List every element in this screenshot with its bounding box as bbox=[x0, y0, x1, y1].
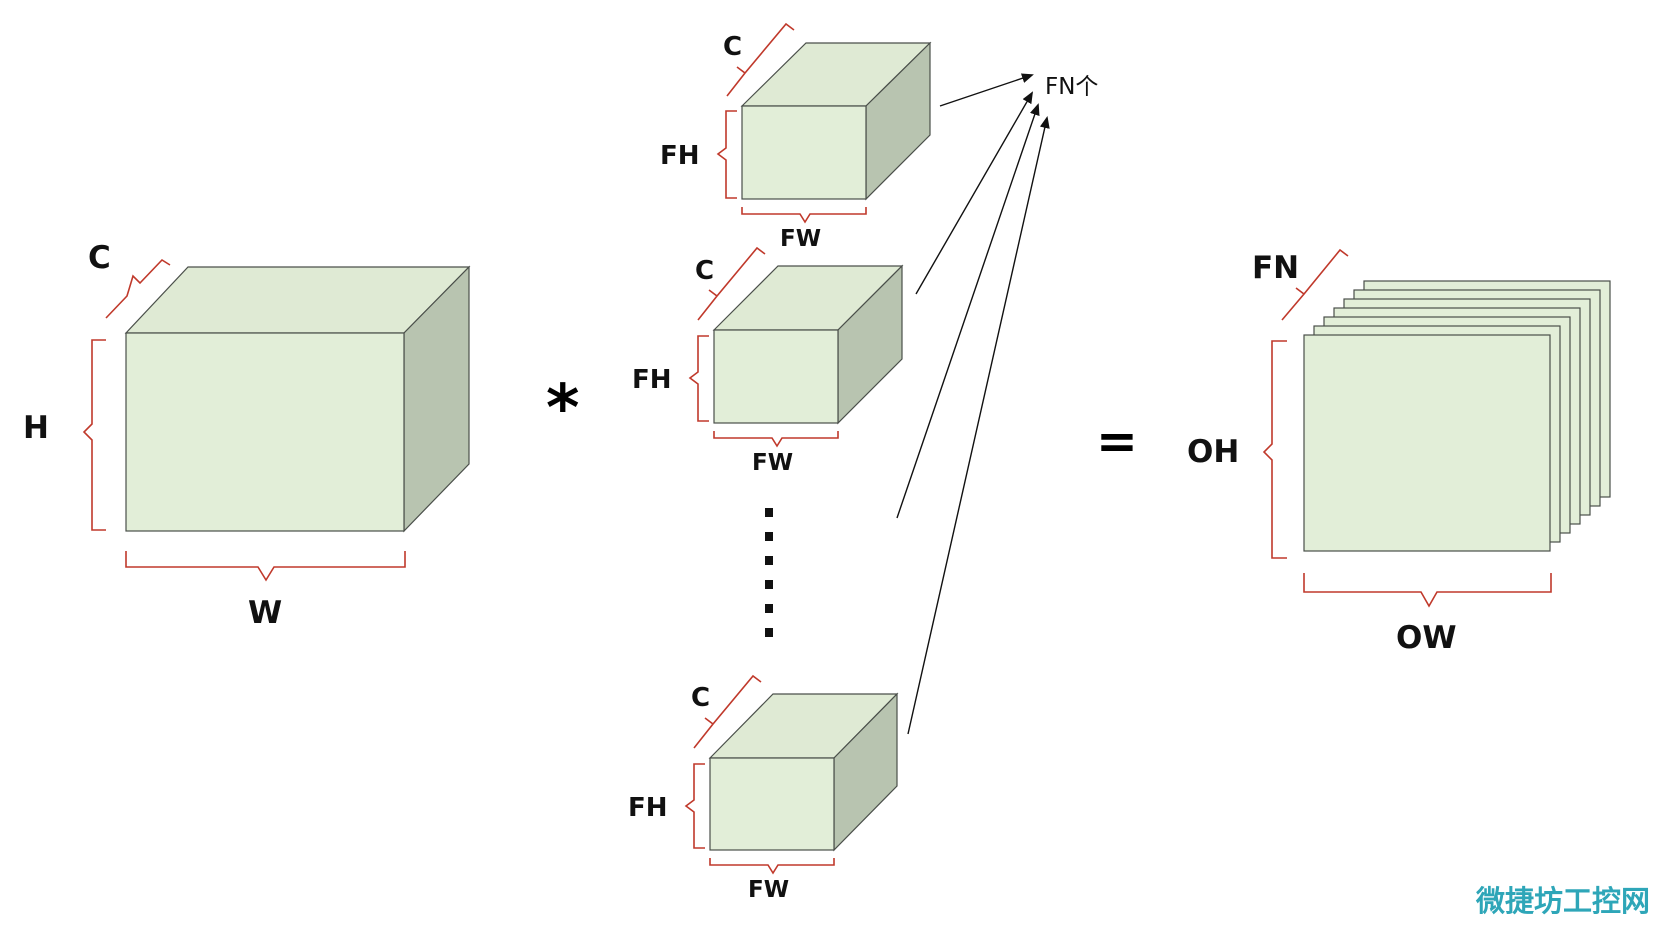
ellipsis-dot bbox=[765, 532, 773, 541]
filter-1-front bbox=[741, 105, 867, 200]
filter-3-c-label: C bbox=[691, 683, 710, 713]
output-front-map bbox=[1303, 334, 1551, 552]
input-h-brace bbox=[82, 339, 106, 531]
output-oh-brace bbox=[1262, 340, 1287, 559]
ellipsis-dot bbox=[765, 604, 773, 613]
filter-3-fh-brace bbox=[684, 763, 705, 849]
conv-operator: * bbox=[546, 372, 579, 446]
input-cube bbox=[124, 265, 471, 533]
filter-1-fh-label: FH bbox=[660, 141, 700, 171]
filter-2-front bbox=[713, 329, 839, 424]
input-c-brace bbox=[105, 258, 171, 319]
ellipsis-dot bbox=[765, 580, 773, 589]
input-cube-front bbox=[125, 332, 405, 532]
input-h-label: H bbox=[23, 410, 49, 446]
filter-3-fh-label: FH bbox=[628, 793, 668, 823]
filter-1-fh-brace bbox=[716, 110, 737, 199]
filter-2-fh-label: FH bbox=[632, 365, 672, 395]
ellipsis-dot bbox=[765, 628, 773, 637]
arrow-filter-1 bbox=[939, 73, 1034, 107]
arrow-filter-2 bbox=[915, 91, 1033, 295]
filter-1-fw-label: FW bbox=[780, 226, 821, 252]
output-fn-label: FN bbox=[1252, 250, 1299, 286]
input-w-brace bbox=[125, 551, 406, 582]
filter-ellipsis bbox=[765, 508, 773, 637]
output-fn-brace bbox=[1281, 248, 1349, 321]
filter-2-c-brace bbox=[697, 246, 766, 321]
filter-1-c-label: C bbox=[723, 32, 742, 62]
filter-3-fw-brace bbox=[709, 858, 835, 875]
input-c-label: C bbox=[88, 240, 111, 276]
filter-2-c-label: C bbox=[695, 256, 714, 286]
watermark-logo: 微捷坊工控网 bbox=[1475, 884, 1650, 918]
output-oh-label: OH bbox=[1187, 434, 1239, 470]
arrow-ellipsis bbox=[896, 103, 1040, 519]
output-ow-brace bbox=[1303, 573, 1552, 608]
filter-cube-3 bbox=[708, 692, 899, 852]
filter-1-c-brace bbox=[726, 22, 795, 97]
arrow-filter-3 bbox=[907, 116, 1050, 735]
filter-3-front bbox=[709, 757, 835, 851]
filter-2-fw-label: FW bbox=[752, 450, 793, 476]
filter-2-fw-brace bbox=[713, 431, 839, 448]
equals-operator: = bbox=[1096, 412, 1138, 470]
ellipsis-dot bbox=[765, 508, 773, 517]
fn-count-label: FN个 bbox=[1045, 74, 1098, 100]
filter-cube-1 bbox=[740, 41, 932, 201]
filter-cube-2 bbox=[712, 264, 904, 425]
filter-2-fh-brace bbox=[688, 335, 709, 422]
ellipsis-dot bbox=[765, 556, 773, 565]
input-w-label: W bbox=[248, 595, 282, 631]
filter-3-c-brace bbox=[693, 674, 762, 749]
output-ow-label: OW bbox=[1396, 620, 1457, 656]
filter-1-fw-brace bbox=[741, 207, 867, 224]
filter-3-fw-label: FW bbox=[748, 877, 789, 903]
output-feature-maps bbox=[1303, 280, 1611, 552]
